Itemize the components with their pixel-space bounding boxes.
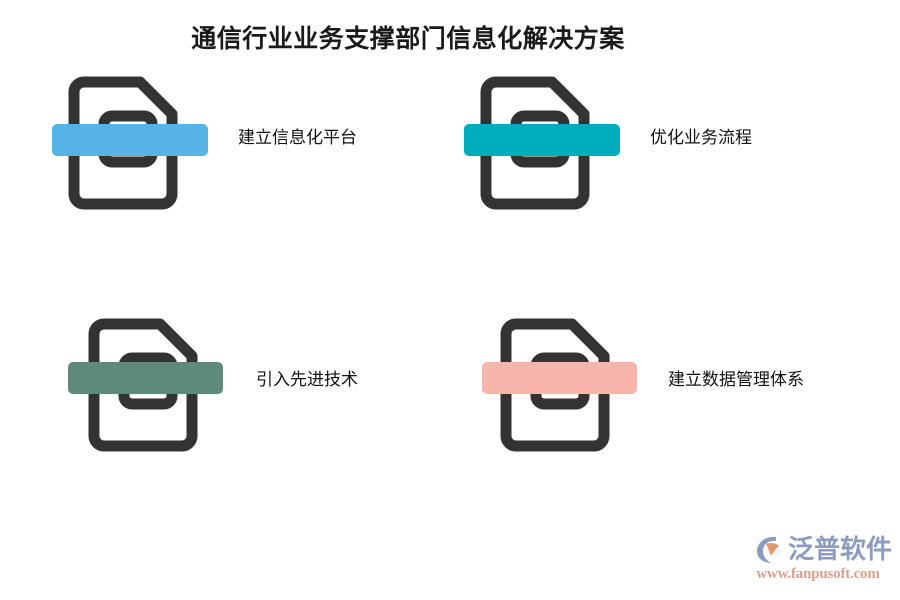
feature-label: 引入先进技术 — [256, 370, 358, 389]
feature-item: 建立数据管理体系 — [480, 300, 900, 490]
page-title: 通信行业业务支撑部门信息化解决方案 — [191, 25, 625, 53]
feature-label: 优化业务流程 — [650, 128, 752, 147]
fanpu-logo-icon — [752, 532, 786, 566]
feature-label: 建立信息化平台 — [238, 128, 357, 147]
feature-item: 引入先进技术 — [68, 300, 498, 490]
watermark-brand-row: 泛普软件 — [752, 530, 892, 568]
highlight-bar — [68, 362, 223, 394]
highlight-bar — [52, 124, 208, 156]
feature-item: 优化业务流程 — [460, 58, 890, 248]
watermark-logo: 泛普软件 www.fanpusoft.com — [752, 530, 892, 588]
watermark-url: www.fanpusoft.com — [756, 566, 880, 582]
feature-label: 建立数据管理体系 — [668, 370, 804, 389]
highlight-bar — [464, 124, 620, 156]
watermark-brand-text: 泛普软件 — [788, 534, 893, 564]
feature-item: 建立信息化平台 — [48, 58, 478, 248]
highlight-bar — [482, 362, 637, 394]
